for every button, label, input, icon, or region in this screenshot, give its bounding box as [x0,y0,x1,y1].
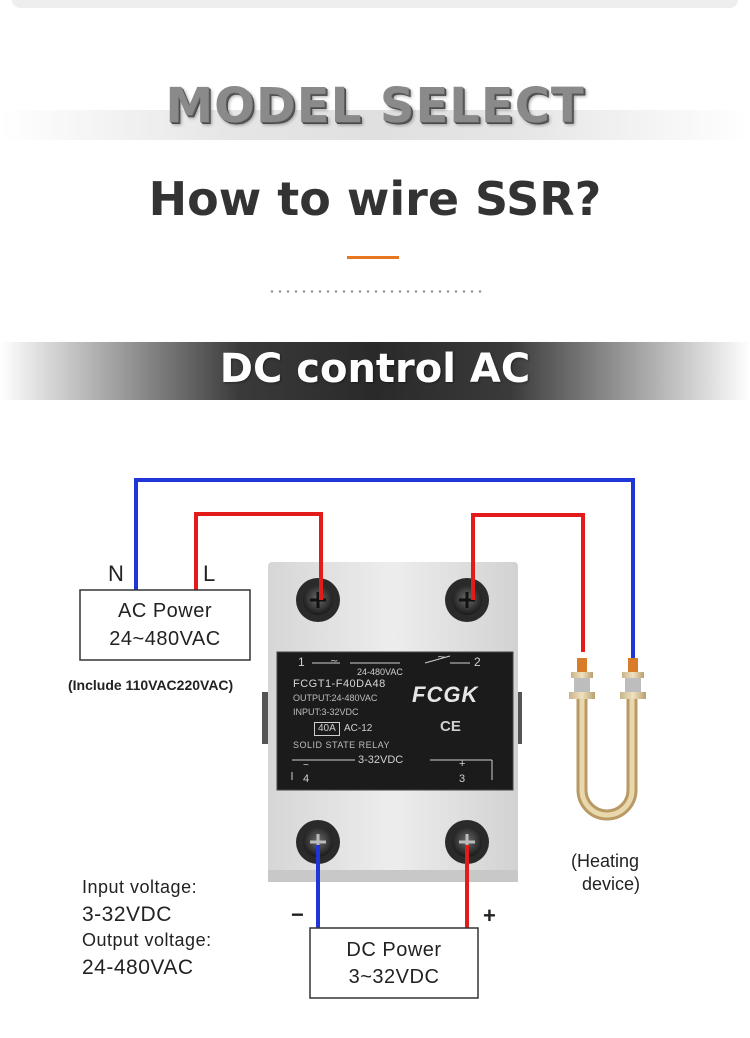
relay-model: FCGT1-F40DA48 [293,678,386,690]
relay-control-rating: 3-32VDC [358,754,404,766]
screw-terminal-1 [296,578,340,622]
ac-power-note: (Include 110VAC220VAC) [68,677,234,693]
dc-minus-sign: − [291,902,304,927]
dc-plus-sign: + [483,903,496,928]
screw-terminal-4 [296,820,340,864]
model-select-band [0,110,750,140]
relay-current-badge: 40A [314,722,340,736]
output-voltage-label: Output voltage: [82,930,212,950]
section-band [0,342,750,400]
relay-terminal-3-sign: + [459,758,466,770]
relay-brand-logo: FCGK [412,682,479,707]
relay-terminal-3: 3 [459,773,466,785]
relay-label-panel [276,651,514,791]
page-title: How to wire SSR? [148,172,602,226]
relay-panel-lines [291,655,493,780]
ce-mark: CE [440,718,461,735]
live-wire-input [194,512,323,600]
relay-input-rating: INPUT:3-32VDC [293,707,359,717]
model-select-title: MODEL SELECT [165,78,585,134]
dc-power-voltage: 3~32VDC [348,966,440,988]
terminal-l-label: L [203,561,216,586]
ac-power-label: AC Power [117,600,213,622]
heating-device-label-2: device) [582,874,641,894]
screw-terminal-3 [445,820,489,864]
svg-text:~: ~ [330,656,338,667]
relay-terminal-4: 4 [303,773,310,785]
ac-power-voltage: 24~480VAC [109,628,221,650]
dotted-divider [268,290,482,293]
neutral-wire [134,478,635,658]
relay-category: AC-12 [344,723,373,734]
terminal-n-label: N [108,561,124,586]
input-voltage-value: 3-32VDC [82,903,172,926]
section-title: DC control AC [219,346,531,392]
dc-power-label: DC Power [346,939,442,961]
relay-terminal-1: 1 [298,655,305,669]
relay-load-rating: 24-480VAC [357,667,403,677]
heating-device-label: (Heating [571,851,640,871]
ac-power-box [79,589,251,661]
relay-output-rating: OUTPUT:24-480VAC [293,693,378,703]
live-wire-load [471,513,585,652]
relay-type: SOLID STATE RELAY [293,740,391,750]
output-voltage-value: 24-480VAC [82,956,194,979]
svg-text:~: ~ [437,652,445,663]
relay-body [262,562,522,882]
relay-terminal-4-sign: − [303,760,309,771]
heating-element [569,658,646,821]
input-voltage-label: Input voltage: [82,877,198,897]
relay-terminal-2: 2 [474,655,481,669]
screw-terminal-2 [445,578,489,622]
accent-divider [347,256,399,259]
dc-power-box [309,927,479,999]
top-strip [12,0,738,8]
